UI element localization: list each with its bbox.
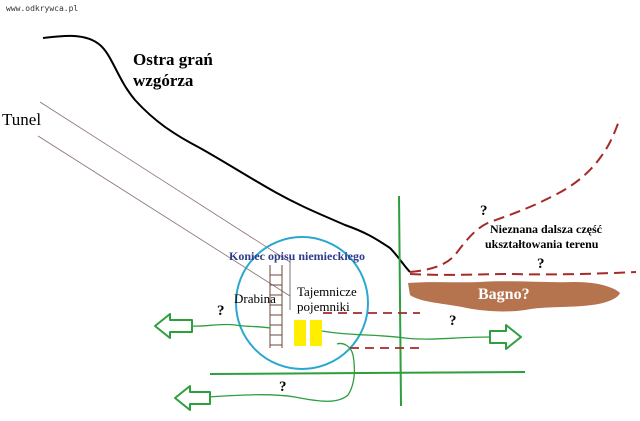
question-mark: ? (537, 256, 545, 272)
ridge-label-line2: wzgórza (133, 71, 194, 90)
green-horizontal-line (209, 371, 526, 375)
question-mark: ? (217, 303, 225, 319)
passage-upper-left (191, 323, 271, 329)
ridge-label-line1: Ostra grań (133, 50, 213, 69)
swamp-area (408, 281, 620, 312)
ladder-label: Drabina (234, 291, 276, 306)
containers-label-line2: pojemniki (297, 299, 350, 314)
container-left (294, 320, 306, 346)
watermark-text: www.odkrywca.pl (6, 4, 79, 13)
tunnel-line-lower (37, 135, 291, 297)
dashed-terrain-upper (409, 117, 621, 273)
tunnel-line-upper (39, 101, 291, 263)
containers-label-line1: Tajemnicze (297, 284, 357, 299)
german-description-circle (235, 236, 369, 370)
container-right (310, 320, 322, 346)
passage-lower (207, 342, 356, 402)
passage-upper-right (321, 330, 491, 340)
question-mark: ? (480, 203, 488, 219)
arrow-left-icon (154, 313, 193, 339)
unknown-terrain-label-line1: Nieznana dalsza część (490, 222, 602, 236)
ladder (269, 265, 283, 348)
green-vertical-line (398, 195, 402, 407)
arrow-right-icon (489, 324, 522, 350)
unknown-terrain-label-line2: ukształtowania terenu (485, 237, 599, 251)
arrow-left-icon (174, 385, 211, 411)
swamp-label: Bagno? (478, 286, 530, 303)
ridge-line (42, 34, 411, 273)
question-mark: ? (449, 313, 457, 329)
dashed-terrain-lower (409, 271, 637, 276)
question-mark: ? (279, 379, 287, 395)
tunnel-label: Tunel (2, 110, 42, 129)
german-description-end-label: Koniec opisu niemieckiego (229, 249, 365, 263)
